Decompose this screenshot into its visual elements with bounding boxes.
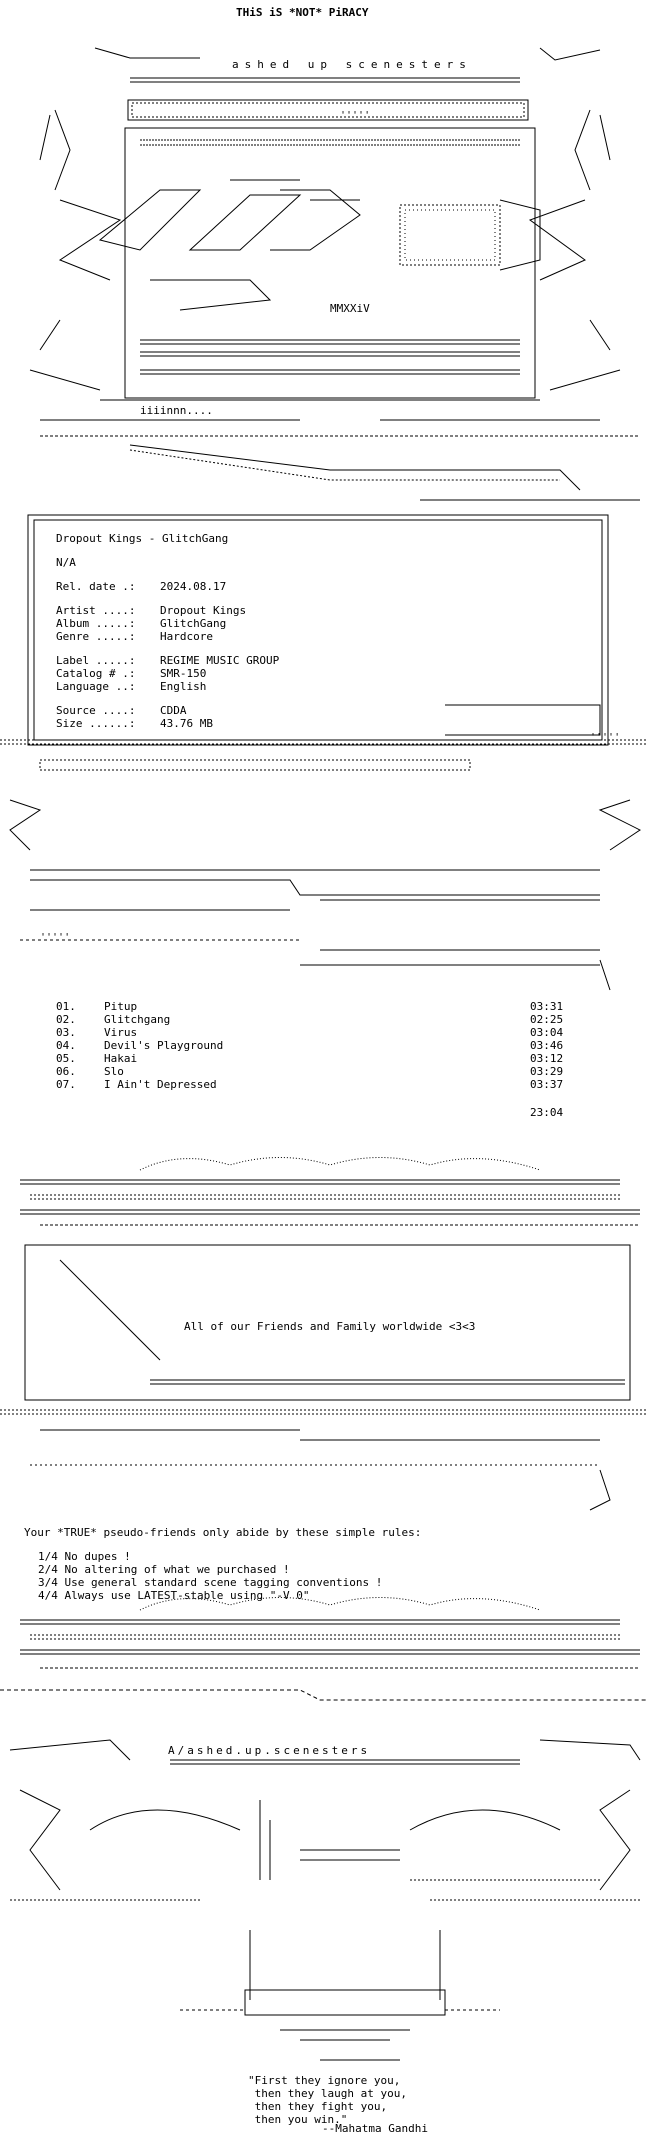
page-title: THiS iS *NOT* PiRACY: [236, 6, 369, 19]
svg-text:''''': ''''': [590, 732, 620, 743]
rule-item: 3/4 Use general standard scene tagging c…: [38, 1576, 383, 1589]
field-value-artist: Dropout Kings: [160, 604, 247, 617]
group-tagline: ashed up scenesters: [232, 58, 472, 71]
track-section-art: [20, 1157, 640, 1226]
greetings-text: All of our Friends and Family worldwide …: [184, 1320, 476, 1333]
track-time: 03:31: [530, 1000, 564, 1013]
track-name: Devil's Playground: [104, 1039, 224, 1052]
footer-group-line: A/ashed.up.scenesters: [168, 1744, 371, 1757]
track-name: Glitchgang: [104, 1013, 171, 1026]
field-label-label: Label .....:: [56, 654, 136, 667]
section-divider-art: [9, 759, 641, 991]
year-mark: MMXXiV: [330, 302, 370, 315]
track-name: Slo: [104, 1065, 124, 1078]
rule-item: 4/4 Always use LATEST-stable using "-V 0…: [38, 1589, 310, 1602]
field-label-genre: Genre .....:: [56, 630, 136, 643]
total-time: 23:04: [530, 1106, 564, 1119]
track-num: 05.: [56, 1052, 76, 1065]
header-logo-art: [29, 47, 640, 491]
track-name: Pitup: [104, 1000, 138, 1013]
footer-mark: iiiinnn....: [140, 404, 213, 417]
field-value-label: REGIME MUSIC GROUP: [160, 654, 280, 667]
track-num: 02.: [56, 1013, 76, 1026]
field-value-album: GlitchGang: [160, 617, 227, 630]
track-num: 04.: [56, 1039, 76, 1052]
field-value-genre: Hardcore: [160, 630, 213, 643]
track-num: 03.: [56, 1026, 76, 1039]
track-time: 03:29: [530, 1065, 564, 1078]
greetings-box-art: [0, 1244, 648, 1511]
svg-text:''''': ''''': [40, 932, 70, 943]
field-label-artist: Artist ....:: [56, 604, 136, 617]
track-time: 03:37: [530, 1078, 564, 1091]
track-num: 01.: [56, 1000, 76, 1013]
quote-line: "First they ignore you,: [248, 2074, 401, 2087]
rules-section-art: [0, 1597, 648, 1701]
field-value-language: English: [160, 680, 207, 693]
quote-attribution: --Mahatma Gandhi: [322, 2122, 428, 2135]
field-value-catalog: SMR-150: [160, 667, 207, 680]
svg-text:''''': ''''': [340, 110, 370, 121]
field-value-rel-date: 2024.08.17: [160, 580, 227, 593]
track-num: 07.: [56, 1078, 76, 1091]
quote-line: then they fight you,: [248, 2100, 388, 2113]
track-name: Hakai: [104, 1052, 138, 1065]
ascii-glyph-clusters: ''''' ''''' ''''': [40, 110, 620, 943]
release-info-box-art: [0, 499, 648, 746]
quote-line: then you win.": [248, 2113, 348, 2126]
field-value-source: CDDA: [160, 704, 187, 717]
field-label-album: Album .....:: [56, 617, 136, 630]
field-label-catalog: Catalog # .:: [56, 667, 136, 680]
track-num: 06.: [56, 1065, 76, 1078]
rule-item: 2/4 No altering of what we purchased !: [38, 1563, 290, 1576]
track-time: 02:25: [530, 1013, 564, 1026]
quote-line: then they laugh at you,: [248, 2087, 407, 2100]
release-na: N/A: [56, 556, 76, 569]
rule-item: 1/4 No dupes !: [38, 1550, 131, 1563]
track-name: I Ain't Depressed: [104, 1078, 217, 1091]
release-title: Dropout Kings - GlitchGang: [56, 532, 229, 545]
field-label-size: Size ......:: [56, 717, 136, 730]
field-label-rel-date: Rel. date .:: [56, 580, 136, 593]
field-label-source: Source ....:: [56, 704, 136, 717]
rules-intro: Your *TRUE* pseudo-friends only abide by…: [24, 1526, 422, 1539]
field-value-size: 43.76 MB: [160, 717, 213, 730]
track-time: 03:46: [530, 1039, 564, 1052]
track-name: Virus: [104, 1026, 138, 1039]
footer-logo-art: [9, 1739, 641, 2061]
track-time: 03:04: [530, 1026, 564, 1039]
track-time: 03:12: [530, 1052, 564, 1065]
field-label-language: Language ..:: [56, 680, 136, 693]
